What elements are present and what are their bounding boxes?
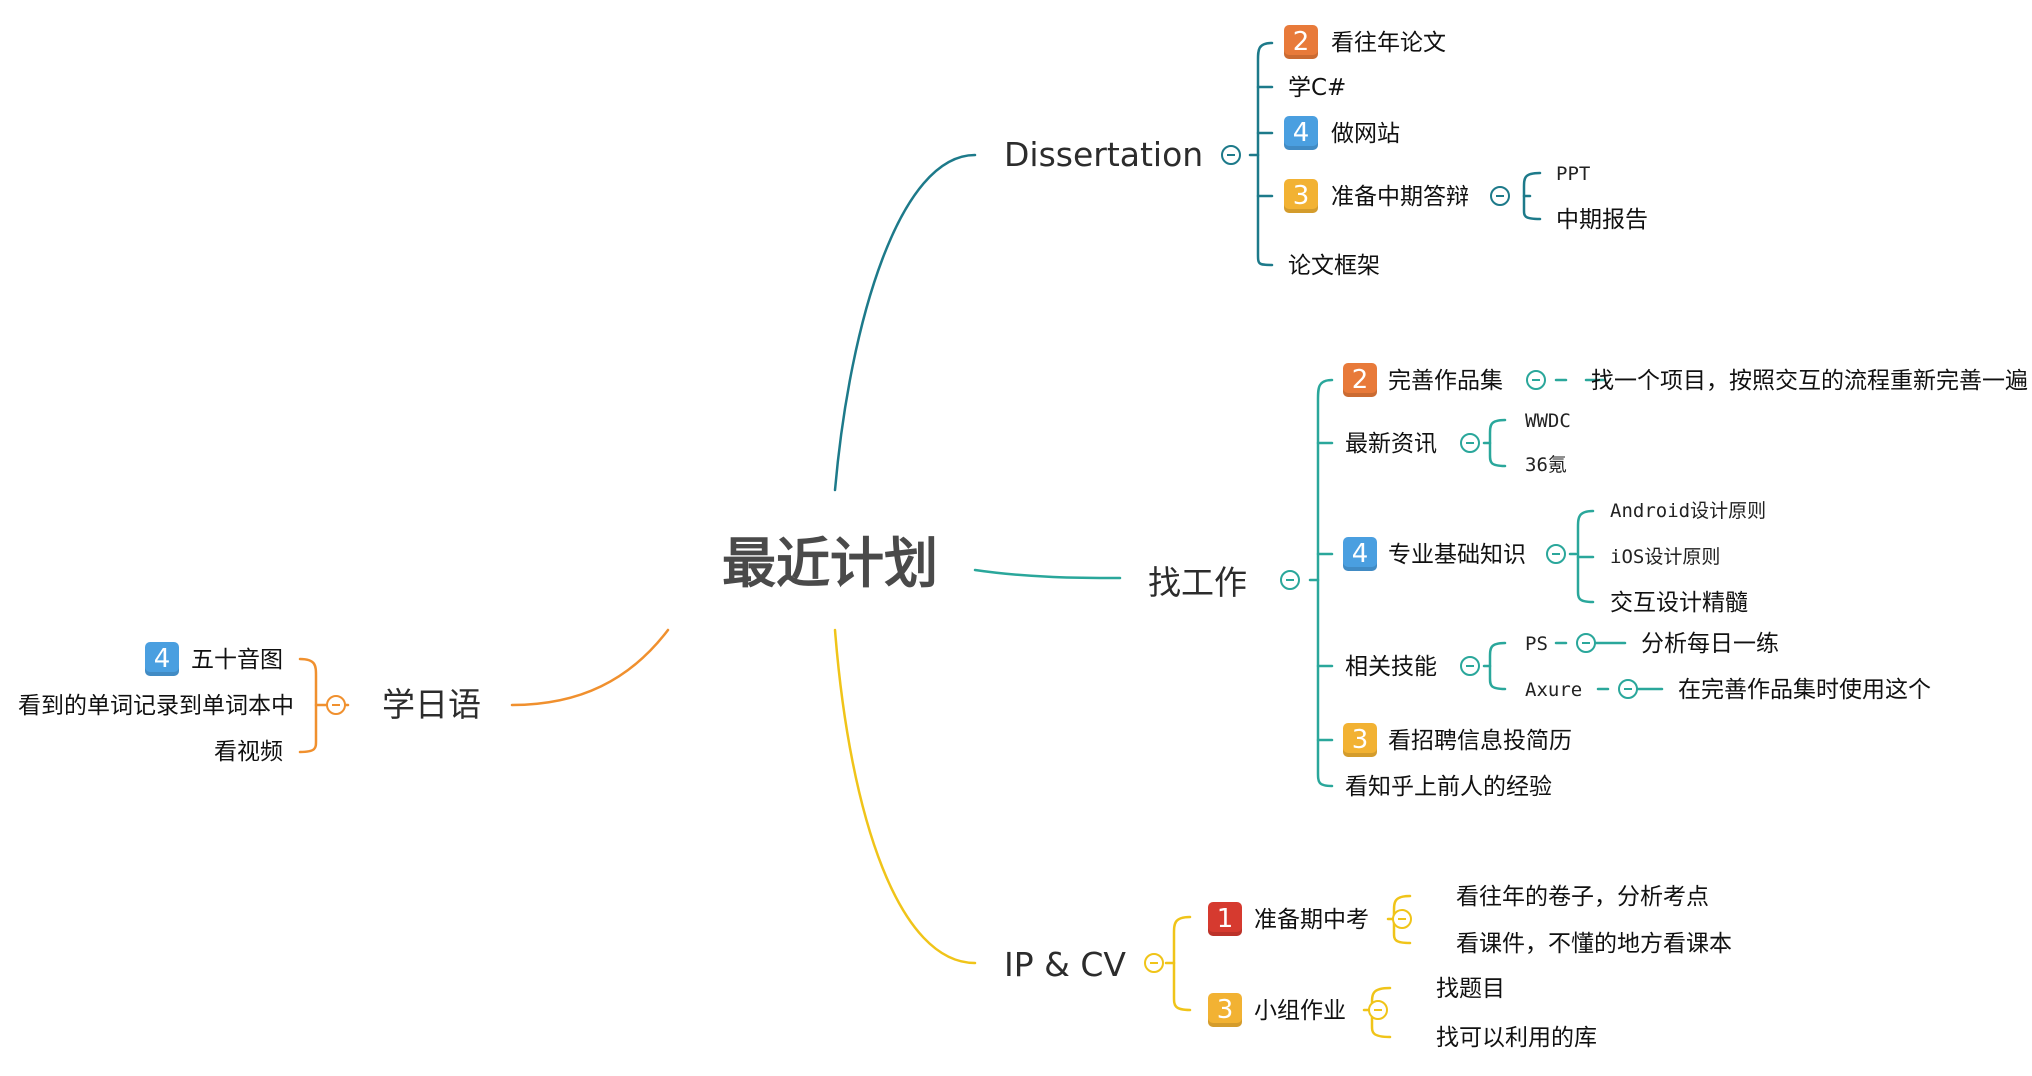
- job-item-applications[interactable]: 看招聘信息投简历: [1388, 728, 1572, 754]
- dissertation-brackets: [1248, 41, 1542, 267]
- fundamentals-child-android[interactable]: Android设计原则: [1610, 500, 1767, 522]
- collapse-portfolio-button[interactable]: [1526, 370, 1546, 390]
- collapse-axure-button[interactable]: [1618, 679, 1638, 699]
- dissertation-item-framework[interactable]: 论文框架: [1288, 253, 1380, 279]
- axure-child-use-in-portfolio[interactable]: 在完善作品集时使用这个: [1678, 677, 1931, 703]
- dissertation-item-past-papers[interactable]: 看往年论文: [1331, 30, 1446, 56]
- priority-2-icon: 2: [1284, 25, 1318, 59]
- news-child-wwdc[interactable]: WWDC: [1525, 410, 1571, 432]
- topic-dissertation[interactable]: Dissertation: [1004, 135, 1204, 174]
- branch-japanese: [510, 628, 670, 707]
- group-child-topic[interactable]: 找题目: [1436, 976, 1505, 1002]
- branch-dissertation: [833, 153, 977, 492]
- priority-3-icon: 3: [1208, 993, 1242, 1027]
- news-child-36kr[interactable]: 36氪: [1525, 454, 1567, 476]
- collapse-fundamentals-button[interactable]: [1546, 544, 1566, 564]
- branch-ipcv: [833, 628, 977, 965]
- collapse-job-button[interactable]: [1280, 570, 1300, 590]
- ipcv-item-midterm-exam[interactable]: 准备期中考: [1254, 907, 1369, 933]
- topic-job[interactable]: 找工作: [1148, 563, 1247, 602]
- priority-3-icon: 3: [1284, 179, 1318, 213]
- priority-2-icon: 2: [1343, 363, 1377, 397]
- collapse-ipcv-button[interactable]: [1144, 953, 1164, 973]
- priority-4-icon: 4: [1343, 537, 1377, 571]
- job-item-skills[interactable]: 相关技能: [1345, 654, 1437, 680]
- root-topic[interactable]: 最近计划: [722, 532, 938, 595]
- dissertation-item-website[interactable]: 做网站: [1331, 121, 1400, 147]
- job-item-zhihu[interactable]: 看知乎上前人的经验: [1345, 774, 1552, 800]
- dissertation-item-midterm-defense[interactable]: 准备中期答辩: [1331, 184, 1469, 210]
- collapse-midterm-defense-button[interactable]: [1490, 186, 1510, 206]
- fundamentals-child-ios[interactable]: iOS设计原则: [1610, 546, 1721, 568]
- japanese-item-videos[interactable]: 看视频: [214, 739, 283, 765]
- job-item-fundamentals[interactable]: 专业基础知识: [1388, 542, 1526, 568]
- fundamentals-child-about-face[interactable]: 交互设计精髓: [1610, 590, 1748, 616]
- priority-1-icon: 1: [1208, 902, 1242, 936]
- portfolio-child-project[interactable]: 找一个项目，按照交互的流程重新完善一遍: [1591, 368, 2028, 394]
- collapse-skills-button[interactable]: [1460, 656, 1480, 676]
- exam-child-past-papers[interactable]: 看往年的卷子，分析考点: [1456, 884, 1709, 910]
- collapse-dissertation-button[interactable]: [1221, 145, 1241, 165]
- collapse-midterm-exam-button[interactable]: [1392, 909, 1412, 929]
- collapse-ps-button[interactable]: [1576, 633, 1596, 653]
- skills-child-ps[interactable]: PS: [1525, 633, 1548, 655]
- defense-child-report[interactable]: 中期报告: [1556, 207, 1648, 233]
- collapse-group-work-button[interactable]: [1368, 1000, 1388, 1020]
- collapse-japanese-button[interactable]: [326, 695, 346, 715]
- job-item-news[interactable]: 最新资讯: [1345, 431, 1437, 457]
- job-brackets: [1308, 378, 1664, 788]
- group-child-libraries[interactable]: 找可以利用的库: [1436, 1025, 1597, 1051]
- topic-japanese[interactable]: 学日语: [382, 685, 481, 724]
- japanese-item-vocab-notebook[interactable]: 看到的单词记录到单词本中: [18, 693, 294, 719]
- exam-child-slides[interactable]: 看课件，不懂的地方看课本: [1456, 931, 1732, 957]
- priority-4-icon: 4: [1284, 116, 1318, 150]
- ipcv-item-group-work[interactable]: 小组作业: [1254, 998, 1346, 1024]
- ps-child-daily-practice[interactable]: 分析每日一练: [1641, 631, 1779, 657]
- topic-ipcv[interactable]: IP & CV: [1004, 945, 1126, 984]
- japanese-item-kana-chart[interactable]: 五十音图: [191, 647, 283, 673]
- collapse-news-button[interactable]: [1460, 433, 1480, 453]
- dissertation-item-learn-csharp[interactable]: 学C#: [1288, 75, 1347, 101]
- branch-job: [973, 568, 1122, 580]
- priority-4-icon: 4: [145, 642, 179, 676]
- skills-child-axure[interactable]: Axure: [1525, 679, 1583, 701]
- job-item-portfolio[interactable]: 完善作品集: [1388, 368, 1503, 394]
- defense-child-ppt[interactable]: PPT: [1556, 163, 1591, 185]
- priority-3-icon: 3: [1343, 723, 1377, 757]
